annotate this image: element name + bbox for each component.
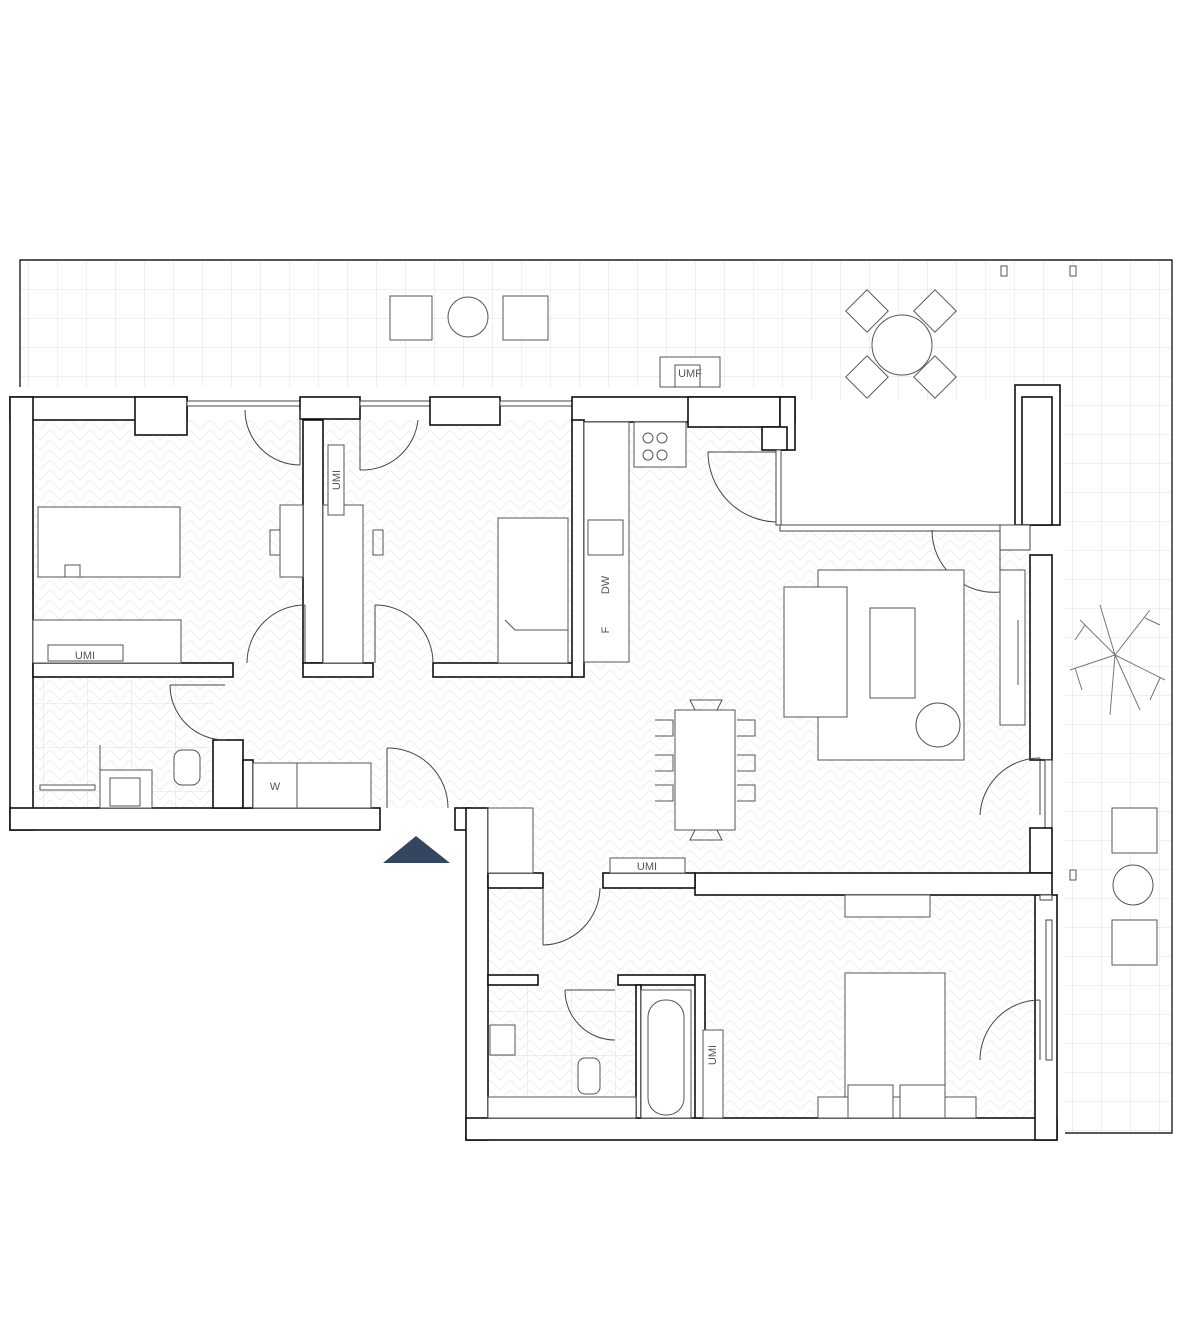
tree-icon <box>1069 604 1166 716</box>
bathroom-1: W <box>39 745 372 809</box>
umf-label: UMF <box>678 368 702 380</box>
umi-label-bedroom2: UMI <box>331 470 343 490</box>
entrance-marker-icon <box>383 836 450 863</box>
fridge-label: F <box>600 626 612 633</box>
living-room: UMI <box>487 569 1026 874</box>
terrace <box>19 259 1173 1134</box>
umi-label-bedroom1: UMI <box>75 650 95 662</box>
master-suite: UMI <box>487 894 977 1119</box>
dishwasher-label: DW <box>600 575 612 594</box>
kitchen: DW F UMF <box>583 364 702 663</box>
walls <box>9 384 1061 1141</box>
umi-label-hall: UMI <box>637 861 657 873</box>
bedroom-2: UMI <box>322 444 569 664</box>
umi-label-bath: UMI <box>707 1045 719 1065</box>
doors <box>169 409 1041 1061</box>
bedroom-1: UMI <box>32 504 304 664</box>
washer-label: W <box>270 781 281 793</box>
